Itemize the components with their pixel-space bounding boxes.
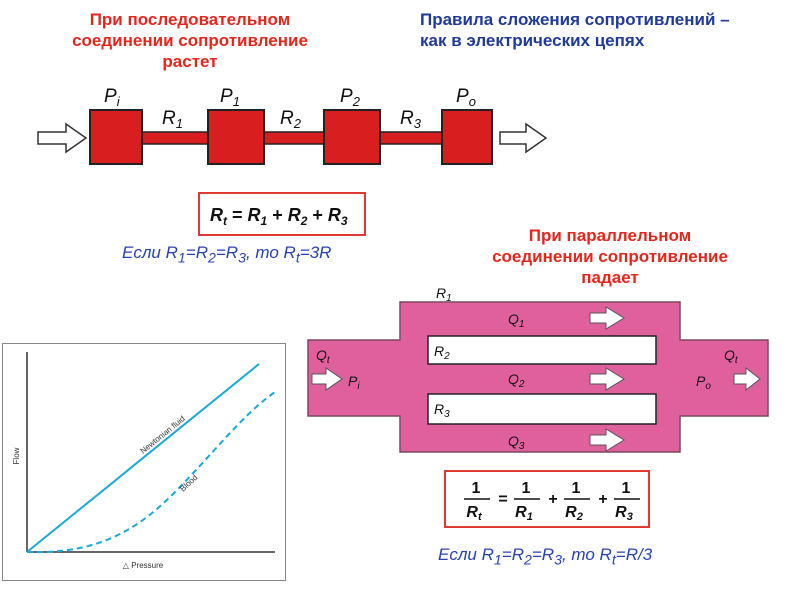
outflow-arrow [499,122,548,154]
label-qt-in: Qt [316,347,331,366]
label-r3: R3 [400,108,422,131]
series-title: При последовательном соединении сопротив… [72,10,308,71]
series-vessel-diagram: Pi P1 P2 Po R1 R2 R3 [37,86,548,165]
parallel-condition: Если R1=R2=R3, то Rt=R/3 [438,545,653,569]
svg-text:R3: R3 [615,504,633,523]
inflow-arrow [37,122,88,154]
parallel-vessel-diagram: R1 R2 R3 Q1 Q2 Q3 Qt Qt Pi Po [307,285,769,453]
label-r2: R2 [280,108,302,131]
arrow-q3 [589,428,625,452]
label-r2-parallel: R2 [434,343,450,362]
parallel-title: При параллельном соединении сопротивлени… [492,226,728,287]
newtonian-line [26,363,260,553]
x-axis-label: △ Pressure [123,561,164,570]
series-condition: Если R1=R2=R3, то Rt=3R [122,243,332,267]
svg-text:+: + [598,491,607,508]
svg-text:Rt: Rt [466,504,483,523]
svg-text:1: 1 [472,480,481,497]
flow-pressure-plot: Flow △ Pressure Newtonian fluid Blood [12,352,276,570]
svg-text:1: 1 [522,480,531,497]
blood-curve [26,391,276,554]
series-formula-box: Rt = R1 + R2 + R3 [198,192,366,236]
label-po-parallel: Po [696,373,711,392]
chamber-pi [89,109,143,165]
chamber-po [441,109,493,165]
svg-text:1: 1 [622,480,631,497]
arrow-out [733,366,761,392]
arrow-q1 [589,306,625,330]
label-pi: Pi [104,86,121,109]
label-q2: Q2 [508,371,525,390]
chamber-p1 [207,109,265,165]
series-formula: Rt = R1 + R2 + R3 [210,205,348,228]
svg-text:+: + [548,491,557,508]
svg-text:R1: R1 [515,504,533,523]
separator-top [427,335,657,365]
parallel-formula-box: 1 Rt = 1 R1 + 1 R2 + 1 R3 [444,470,650,528]
label-q1: Q1 [508,311,524,330]
connector-r2 [261,131,327,145]
label-p1: P1 [220,86,240,109]
connector-r3 [377,131,445,145]
svg-text:Rt = R1 + R2 + R3: Rt = R1 + R2 + R3 [210,205,348,228]
newtonian-label: Newtonian fluid [139,414,187,455]
label-r1: R1 [162,108,183,131]
label-r3-parallel: R3 [434,401,450,420]
flow-pressure-chart: Flow △ Pressure Newtonian fluid Blood [2,343,286,581]
arrow-in [311,367,343,391]
label-pi-parallel: Pi [348,373,360,392]
blood-label: Blood [178,473,199,494]
arrow-q2 [589,367,625,391]
svg-text:R2: R2 [565,504,583,523]
label-q3: Q3 [508,433,525,452]
svg-text:1: 1 [572,480,581,497]
label-p2: P2 [340,86,361,109]
label-r1-parallel: R1 [436,285,452,304]
label-po: Po [456,86,476,109]
separator-bottom [427,393,657,425]
parallel-formula: 1 Rt = 1 R1 + 1 R2 + 1 R3 [464,480,640,523]
y-axis-label: Flow [12,447,21,464]
svg-text:=: = [498,491,507,508]
chamber-p2 [323,109,381,165]
rules-title: Правила сложения сопротивлений – как в э… [420,10,730,50]
label-qt-out: Qt [724,347,739,366]
connector-r1 [139,131,211,145]
